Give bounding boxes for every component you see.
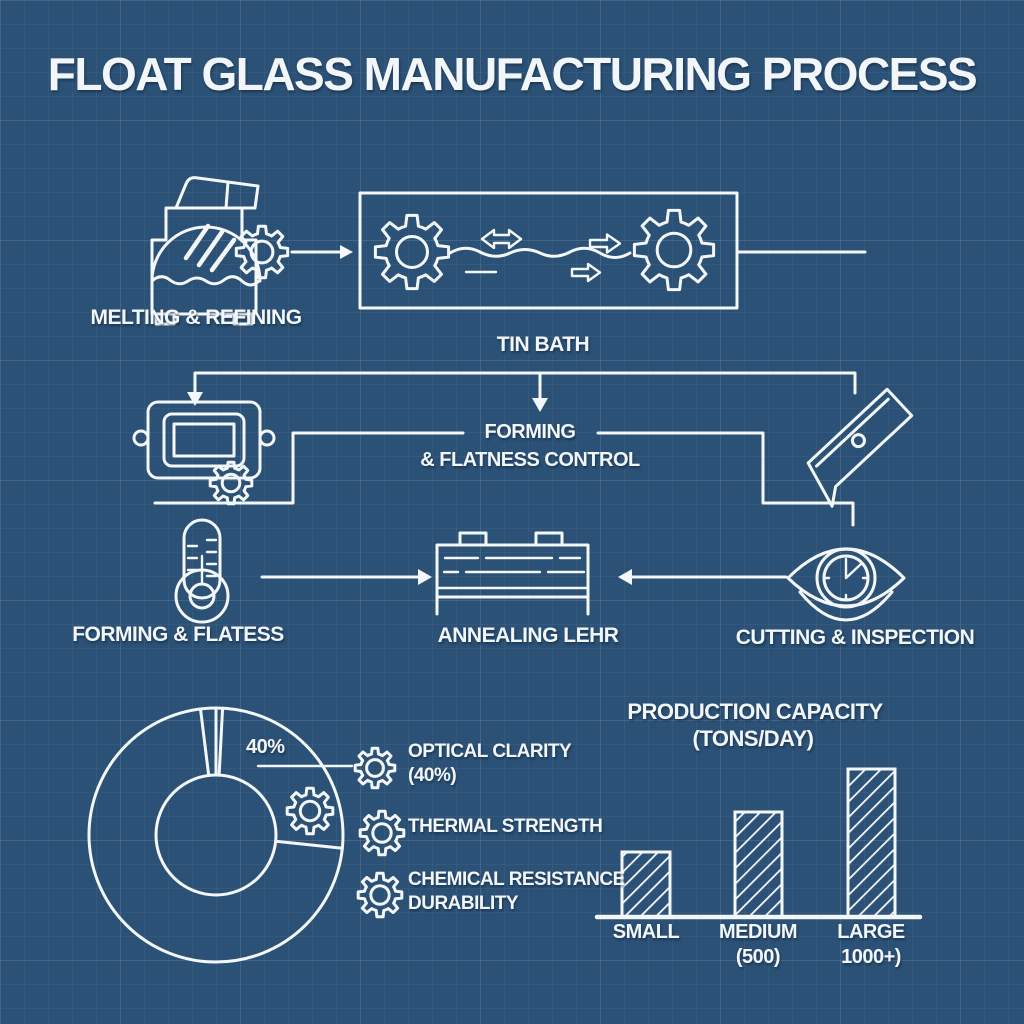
step-label-forming-flatess: FORMING & FLATESS <box>72 623 284 646</box>
legend-item-3-line1: CHEMICAL RESISTANCE <box>408 869 625 890</box>
right-arrow-icon <box>570 262 602 283</box>
furnace-icon <box>150 176 262 326</box>
step-label-forming-line1: FORMING <box>484 421 576 443</box>
gear-icon <box>632 208 716 292</box>
double-arrow-icon <box>480 228 523 250</box>
ruler-icon <box>806 387 914 508</box>
capacity-bar-large <box>846 767 897 919</box>
donut-divider <box>199 707 211 777</box>
gear-icon <box>208 460 254 506</box>
bar-sublabel-medium: (500) <box>735 946 781 968</box>
legend-item-1-line2: (40%) <box>408 765 457 786</box>
gear-icon <box>358 809 406 857</box>
step-label-forming-line2: & FLATNESS CONTROL <box>420 449 640 471</box>
page-title: FLOAT GLASS MANUFACTURING PROCESS <box>47 48 978 100</box>
bars <box>620 767 897 919</box>
flow-connectors <box>153 245 867 585</box>
bar-chart-title-line1: PRODUCTION CAPACITY <box>627 699 883 724</box>
legend-item-2-line1: THERMAL STRENGTH <box>408 816 603 837</box>
quality-donut-chart <box>87 706 354 964</box>
step-label-annealing: ANNEALING LEHR <box>437 624 619 647</box>
eye-inspection-icon <box>786 547 906 622</box>
donut-divider <box>217 706 225 777</box>
lehr-oven-icon <box>435 531 590 616</box>
bar-chart-title-line2: (TONS/DAY) <box>692 726 814 751</box>
thermometer-icon <box>174 518 230 624</box>
right-arrow-icon <box>588 233 622 254</box>
bar-label-small: SMALL <box>612 921 680 943</box>
donut-divider <box>274 839 344 850</box>
step-label-cutting: CUTTING & INSPECTION <box>735 626 975 649</box>
gear-icon <box>285 786 335 836</box>
gear-icon <box>373 213 451 291</box>
capacity-bar-chart <box>594 767 923 920</box>
roller-machine-icon <box>132 400 276 480</box>
step-label-melting: MELTING & REFINING <box>90 306 302 329</box>
bar-label-large: LARGE <box>837 921 905 943</box>
gear-icon <box>353 746 397 790</box>
donut-callout: 40% <box>246 736 285 758</box>
bar-sublabel-large: 1000+) <box>841 946 901 968</box>
capacity-bar-small <box>620 850 672 919</box>
gear-icon <box>356 871 404 919</box>
legend-item-1-line1: OPTICAL CLARITY <box>408 741 572 762</box>
bar-label-medium: MEDIUM <box>718 921 798 943</box>
gear-icon <box>234 224 290 280</box>
gear-icons <box>208 208 716 919</box>
legend-item-3-line2: DURABILITY <box>408 893 519 914</box>
donut-slice-dividers <box>199 706 344 850</box>
tin-bath-icon <box>358 191 739 310</box>
step-label-tin-bath: TIN BATH <box>496 333 590 356</box>
capacity-bar-medium <box>733 810 784 919</box>
